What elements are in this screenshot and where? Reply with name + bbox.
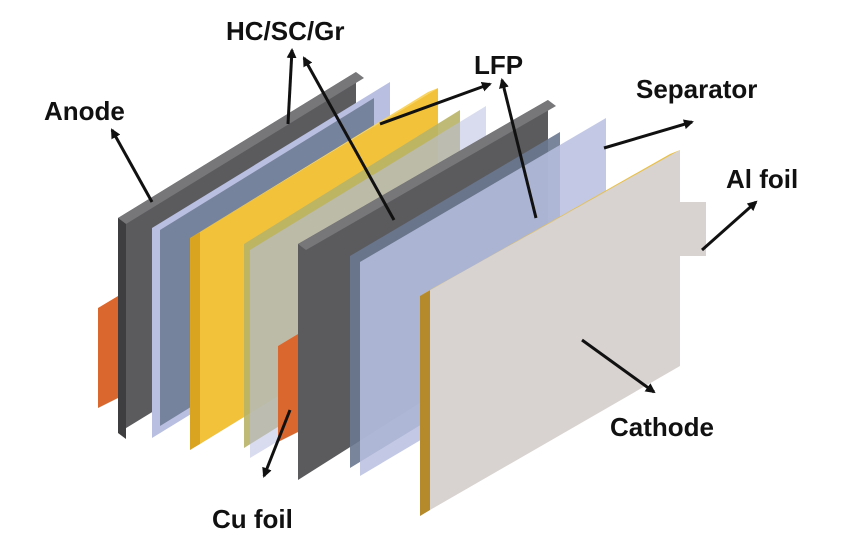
label-lfp: LFP bbox=[474, 50, 523, 80]
label-cathode: Cathode bbox=[610, 412, 714, 442]
arrow-hc-sc-gr-1 bbox=[286, 48, 297, 125]
arrow-lfp-2 bbox=[499, 78, 538, 219]
arrow-al-foil bbox=[701, 200, 758, 252]
anode-copper-tab bbox=[98, 296, 118, 408]
cu-foil-tab bbox=[278, 334, 298, 442]
arrow-cu-foil bbox=[262, 409, 292, 478]
arrow-separator bbox=[603, 119, 694, 150]
label-hc-sc-gr: HC/SC/Gr bbox=[226, 16, 344, 46]
arrow-anode bbox=[110, 128, 154, 203]
annotation-arrows bbox=[110, 48, 758, 478]
arrow-cathode bbox=[581, 338, 656, 394]
arrow-hc-sc-gr-2 bbox=[302, 56, 396, 221]
label-al-foil: Al foil bbox=[726, 164, 798, 194]
cathode-layer bbox=[420, 150, 706, 516]
label-cu-foil: Cu foil bbox=[212, 504, 293, 534]
label-anode: Anode bbox=[44, 96, 125, 126]
label-separator: Separator bbox=[636, 74, 757, 104]
arrow-lfp-1 bbox=[379, 82, 492, 126]
